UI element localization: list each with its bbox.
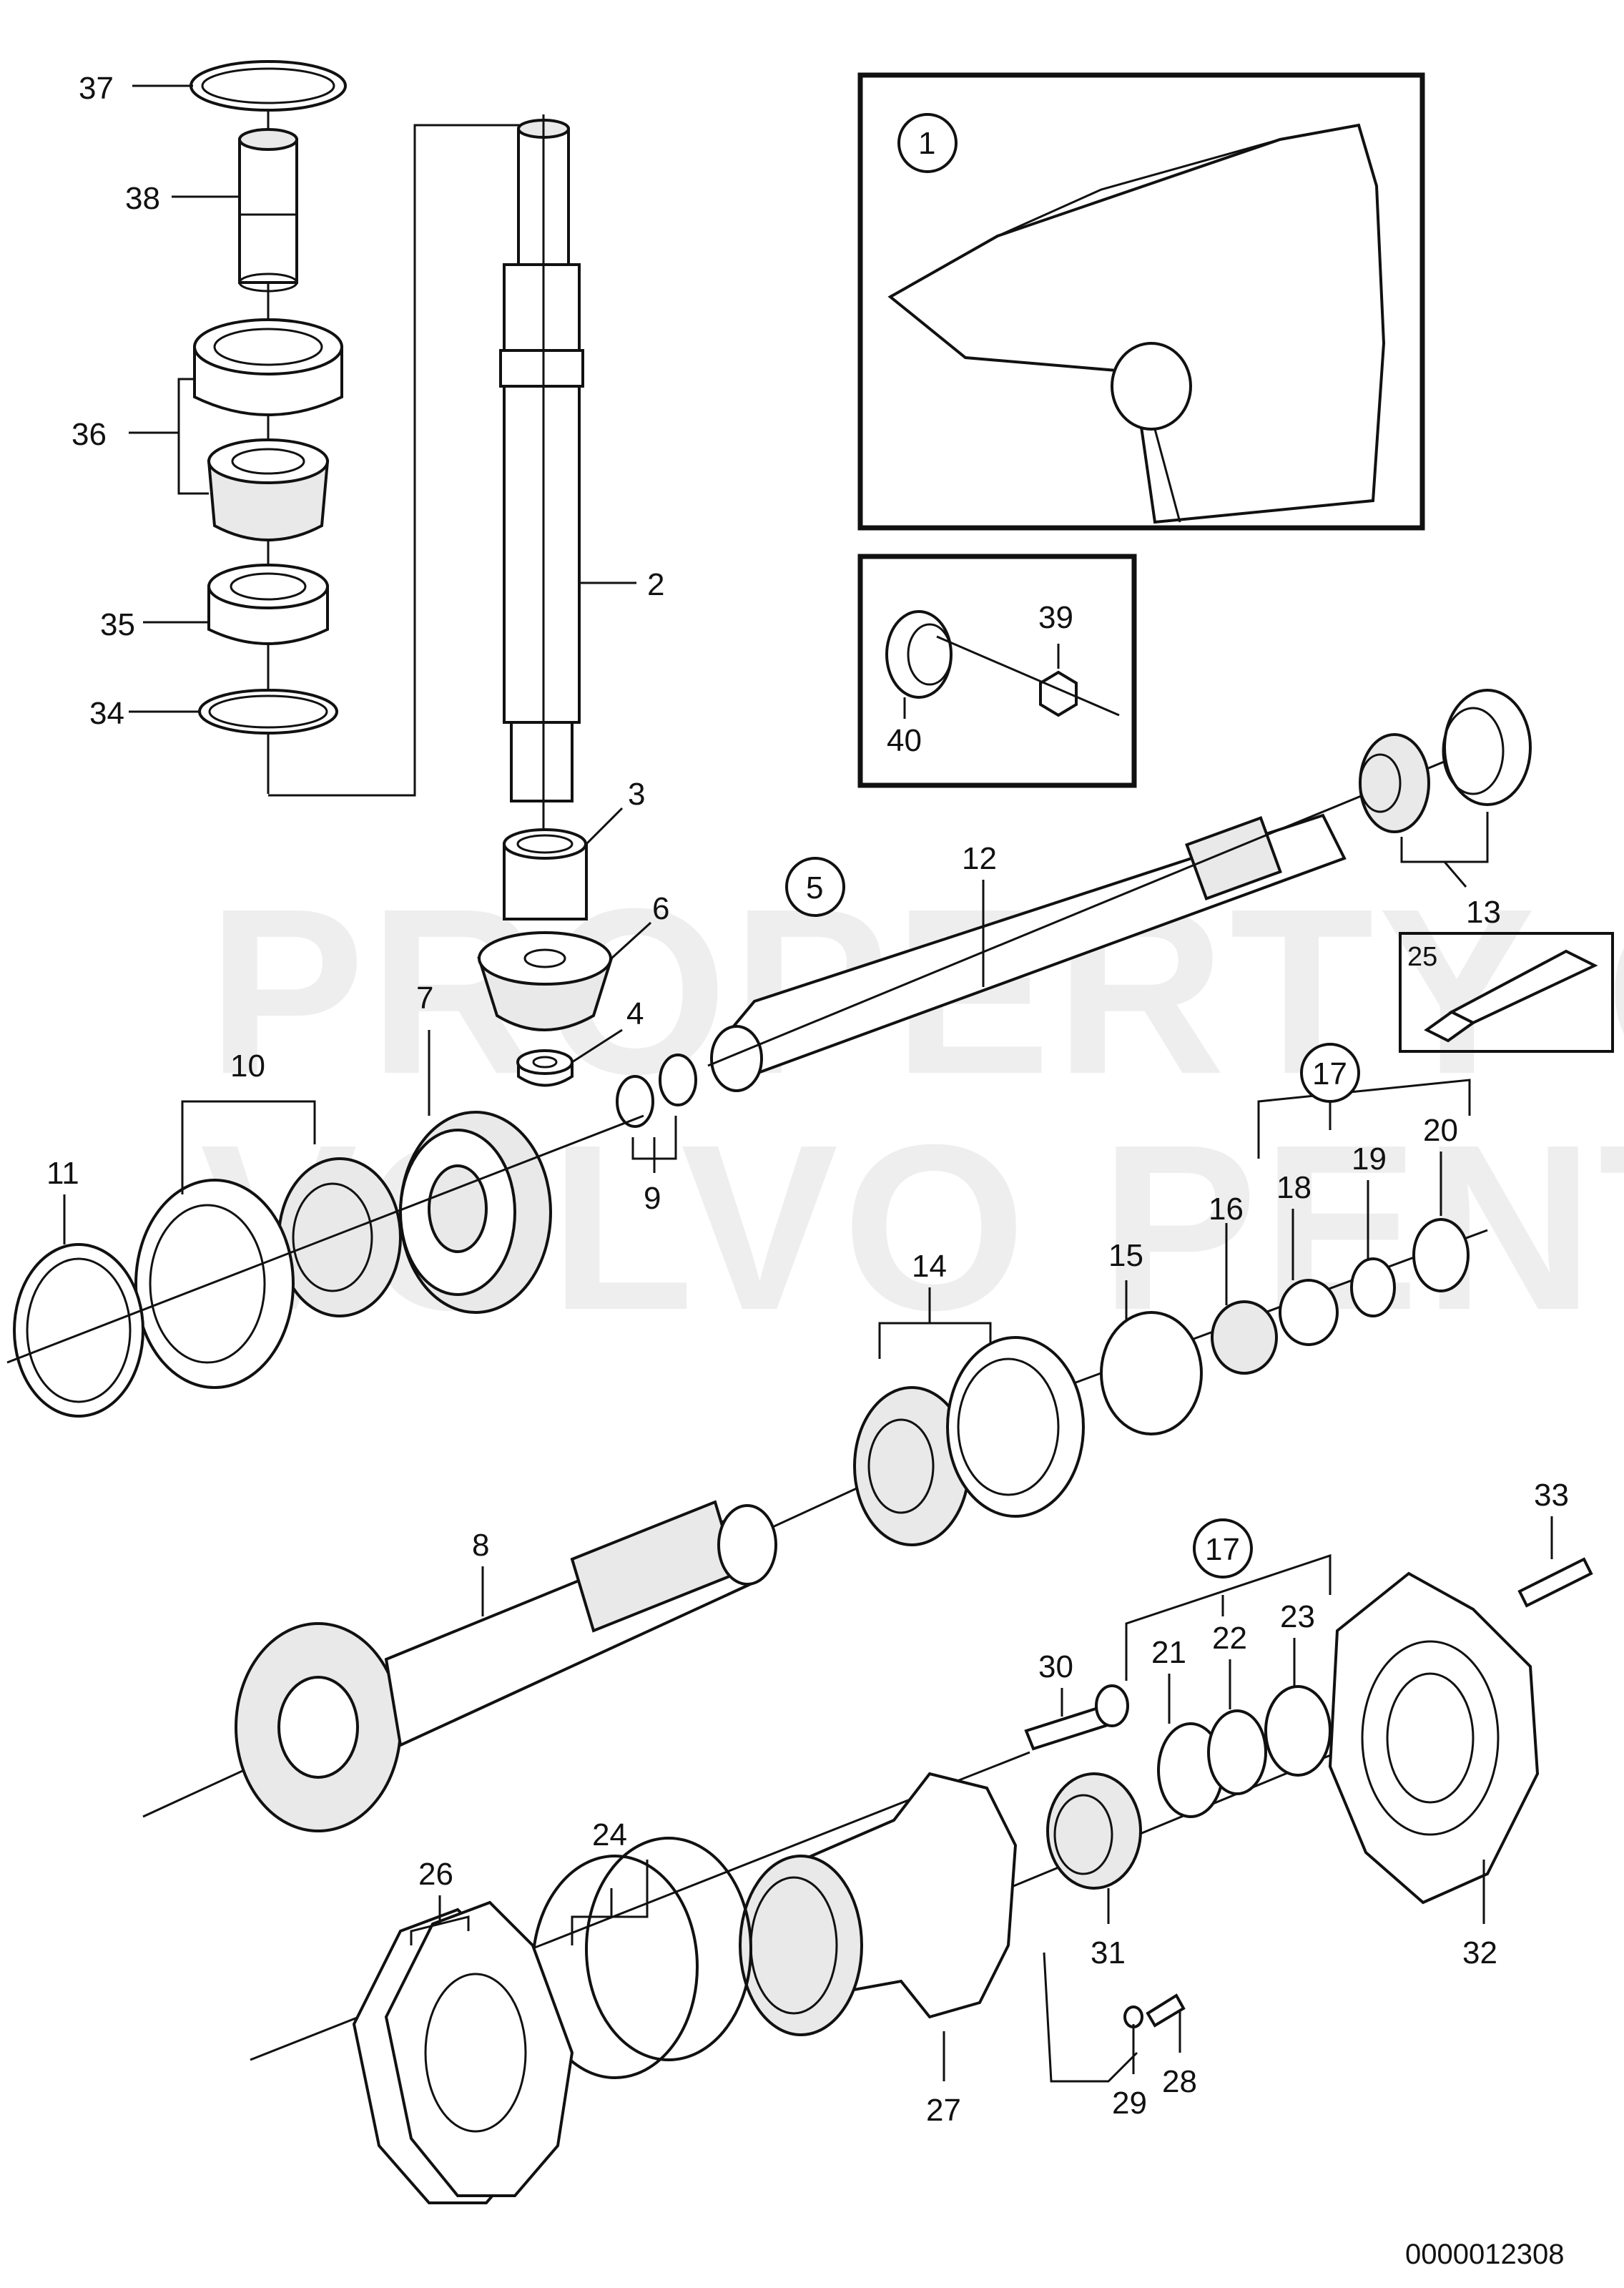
callout-33: 33: [1534, 1478, 1569, 1513]
screw-28-washer-29: [1123, 1993, 1186, 2028]
callout-18: 18: [1276, 1170, 1311, 1205]
callout-14: 14: [912, 1249, 947, 1284]
circled-17b: [1193, 1518, 1253, 1578]
callout-22: 22: [1212, 1621, 1247, 1656]
bolt-33: [1517, 1557, 1593, 1608]
callout-28: 28: [1162, 2064, 1197, 2099]
bearing-housing-32: [1328, 1571, 1540, 1905]
nut-39: [1039, 670, 1078, 717]
circled-17a: [1300, 1043, 1360, 1103]
callout-21: 21: [1151, 1635, 1186, 1670]
seal-20: [1412, 1218, 1470, 1292]
sleeve-38: [238, 138, 298, 284]
circled-callouts: 1 5 17 17: [785, 126, 1360, 1578]
taper-bearing-13: [1359, 689, 1532, 833]
callout-29: 29: [1112, 2086, 1147, 2121]
bearing-group-14-20: [853, 1218, 1488, 1546]
callout-31: 31: [1091, 1935, 1126, 1970]
circled-label-5: 5: [806, 870, 823, 905]
ring-19: [1350, 1257, 1396, 1317]
needle-bearing-16: [1211, 1300, 1278, 1375]
ring-18: [1279, 1279, 1339, 1346]
propeller-shaft-12: [707, 742, 1488, 1092]
pinion-gear-6: [477, 931, 614, 1031]
callout-15: 15: [1108, 1238, 1143, 1273]
callout-11: 11: [46, 1156, 79, 1191]
callout-7: 7: [416, 981, 433, 1016]
callout-26: 26: [418, 1857, 453, 1892]
drive-shaft-2: [499, 114, 584, 851]
callout-8: 8: [472, 1528, 489, 1563]
sealant-tube-box: [1399, 932, 1614, 1053]
nut-4: [516, 1049, 574, 1087]
shim-ring-11: [6, 1114, 644, 1418]
inset-nut-box: [857, 554, 1137, 788]
callout-19: 19: [1352, 1141, 1387, 1177]
taper-bearing-10: [134, 1157, 402, 1389]
seal-23: [1264, 1685, 1332, 1777]
lower-unit-housing: [887, 123, 1386, 524]
callout-16: 16: [1209, 1192, 1244, 1227]
circled-5: [785, 857, 845, 917]
callout-6: 6: [652, 891, 669, 926]
inset-housing-box: [857, 72, 1425, 531]
callout-37: 37: [79, 71, 114, 106]
ring-22: [1207, 1709, 1267, 1795]
circled-label-17a: 17: [1312, 1056, 1347, 1091]
callout-40: 40: [887, 723, 922, 758]
leader-lines: [63, 84, 1553, 2083]
callout-13: 13: [1466, 895, 1501, 930]
output-shaft-8: [142, 1486, 859, 1832]
callout-24: 24: [592, 1817, 627, 1852]
shims-9: [616, 1054, 697, 1128]
circled-label-17b: 17: [1205, 1532, 1240, 1567]
callout-34: 34: [89, 696, 124, 731]
callout-38: 38: [125, 181, 160, 216]
gaskets-26: [352, 1900, 574, 2204]
locking-ring-40: [885, 610, 953, 699]
sleeve-15: [1100, 1311, 1203, 1435]
vertical-bearing-stack: [190, 60, 543, 797]
callout-3: 3: [628, 777, 645, 812]
bearing-carrier-27: [250, 1751, 1030, 2061]
callout-27: 27: [926, 2093, 961, 2128]
callout-32: 32: [1462, 1935, 1497, 1970]
callout-25: 25: [1407, 942, 1437, 972]
callout-10: 10: [230, 1049, 265, 1084]
reference-number: 0000012308: [1405, 2239, 1564, 2270]
callout-35: 35: [100, 607, 135, 642]
callout-labels: 37 38 36 35 34 2 3 6 4 7 10 11 9 12 13 1…: [46, 71, 1569, 2128]
needle-bearing-3: [503, 828, 588, 920]
callout-20: 20: [1423, 1113, 1458, 1148]
callout-30: 30: [1038, 1649, 1073, 1684]
callout-12: 12: [962, 841, 997, 876]
callout-39: 39: [1038, 600, 1073, 635]
callout-23: 23: [1280, 1599, 1315, 1634]
callout-4: 4: [626, 996, 644, 1031]
circled-1: [897, 113, 958, 173]
circled-label-1: 1: [918, 126, 935, 161]
crown-gear-7: [399, 1111, 552, 1314]
callout-36: 36: [72, 417, 107, 452]
bolt-30: [1024, 1684, 1129, 1751]
callout-9: 9: [644, 1181, 661, 1216]
callout-2: 2: [647, 567, 664, 602]
needle-bearing-31: [1046, 1772, 1142, 1890]
